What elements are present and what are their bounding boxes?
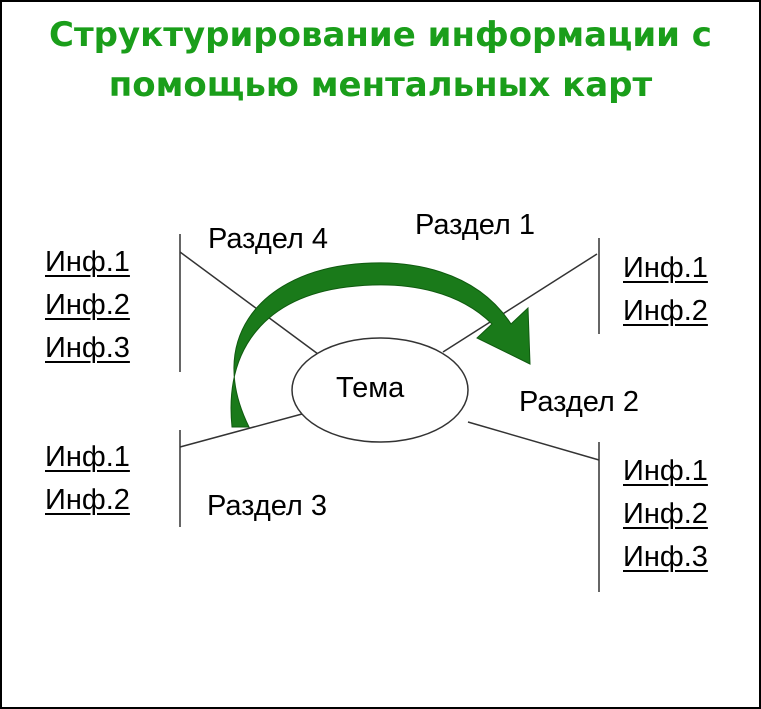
branch-3-item-1: Инф.1: [45, 441, 130, 473]
branch-label-2: Раздел 2: [519, 386, 640, 418]
branch-1-item-2: Инф.2: [623, 295, 708, 327]
branch-4-item-3: Инф.3: [45, 332, 130, 364]
connector-branch-4: [179, 251, 319, 355]
curved-arrow: [230, 262, 531, 428]
connector-branch-1: [442, 253, 598, 353]
title-line-2: помощью ментальных карт: [108, 65, 653, 105]
branch-4-item-1: Инф.1: [45, 246, 130, 278]
branch-2-item-2: Инф.2: [623, 498, 708, 530]
slide-title: Структурирование информации с помощью ме…: [2, 10, 759, 110]
branch-label-4: Раздел 4: [208, 223, 329, 255]
branch-label-1: Раздел 1: [415, 209, 536, 241]
branch-4-item-2: Инф.2: [45, 289, 130, 321]
title-line-1: Структурирование информации с: [49, 15, 712, 55]
topic-label: Тема: [336, 372, 405, 404]
branch-1-item-1: Инф.1: [623, 252, 708, 284]
branch-2-item-3: Инф.3: [623, 541, 708, 573]
branch-3-item-2: Инф.2: [45, 484, 130, 516]
connector-branch-2: [467, 421, 600, 461]
branch-label-3: Раздел 3: [207, 490, 328, 522]
connector-branch-3: [179, 413, 303, 448]
branch-2-item-1: Инф.1: [623, 455, 708, 487]
topic-ellipse: [291, 337, 469, 443]
